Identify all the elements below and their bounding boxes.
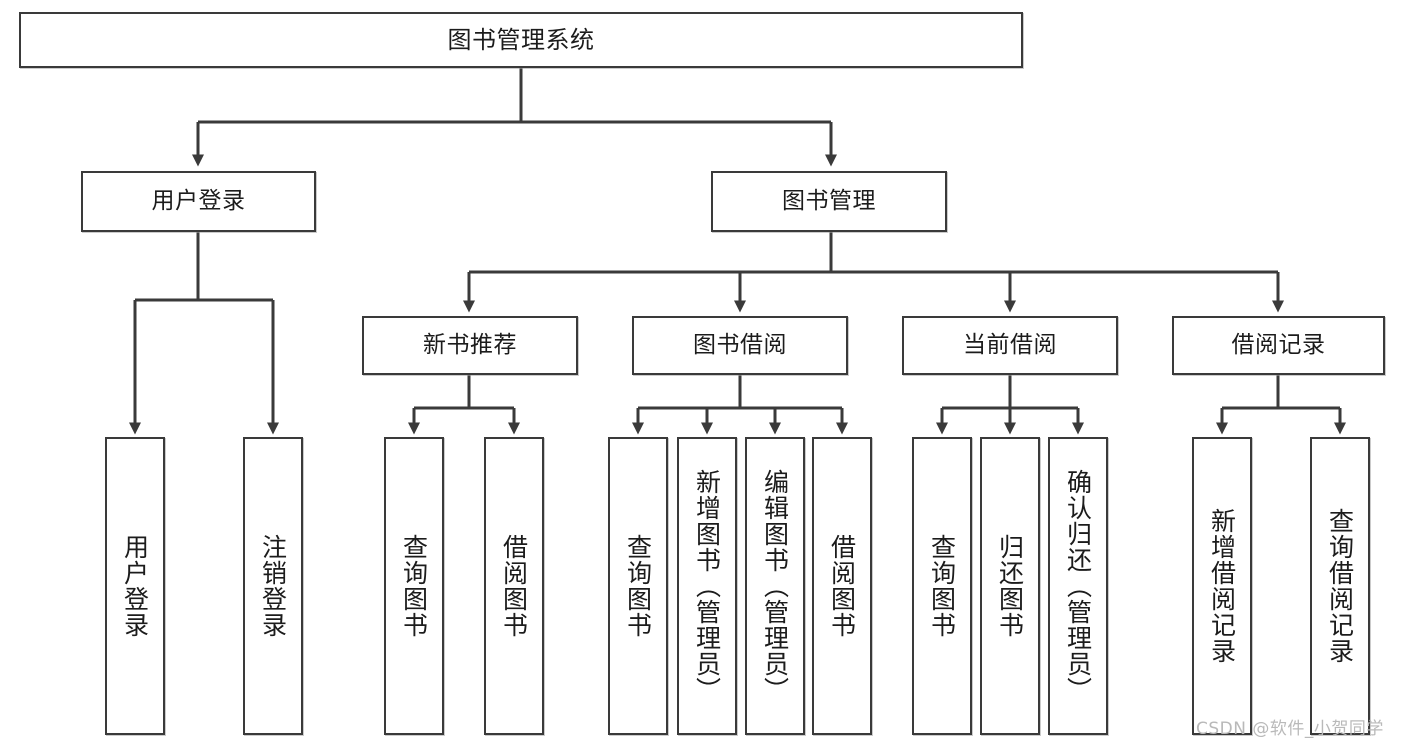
node-current-borrow[interactable]: 当前借阅 bbox=[902, 316, 1118, 375]
leaf-edit-book-admin-label: 编辑图书（管理员） bbox=[760, 469, 790, 703]
node-book-borrow-label: 图书借阅 bbox=[693, 331, 787, 358]
leaf-logout-label: 注销登录 bbox=[258, 534, 288, 638]
leaf-add-borrow-record-label: 新增借阅记录 bbox=[1207, 508, 1237, 664]
node-current-borrow-label: 当前借阅 bbox=[963, 331, 1057, 358]
leaf-borrow-book-recommend-label: 借阅图书 bbox=[499, 534, 529, 638]
leaf-return-book[interactable]: 归还图书 bbox=[980, 437, 1040, 735]
node-borrow-records-label: 借阅记录 bbox=[1231, 331, 1326, 358]
leaf-confirm-return-admin-label: 确认归还（管理员） bbox=[1063, 469, 1093, 703]
csdn-watermark: CSDN @软件_小贺同学 bbox=[1196, 719, 1384, 739]
leaf-logout[interactable]: 注销登录 bbox=[243, 437, 303, 735]
leaf-borrow-book-label: 借阅图书 bbox=[827, 534, 857, 638]
leaf-borrow-book-recommend[interactable]: 借阅图书 bbox=[484, 437, 544, 735]
node-user-login[interactable]: 用户登录 bbox=[81, 171, 316, 232]
leaf-query-book[interactable]: 查询图书 bbox=[608, 437, 668, 735]
node-borrow-records[interactable]: 借阅记录 bbox=[1172, 316, 1385, 375]
leaf-query-book-recommend[interactable]: 查询图书 bbox=[384, 437, 444, 735]
leaf-query-borrow-record-label: 查询借阅记录 bbox=[1325, 508, 1355, 664]
leaf-return-book-label: 归还图书 bbox=[995, 534, 1025, 638]
leaf-query-borrow-record[interactable]: 查询借阅记录 bbox=[1310, 437, 1370, 735]
node-new-book-recommend[interactable]: 新书推荐 bbox=[362, 316, 578, 375]
leaf-query-book-current[interactable]: 查询图书 bbox=[912, 437, 972, 735]
leaf-add-book-admin[interactable]: 新增图书（管理员） bbox=[677, 437, 737, 735]
leaf-borrow-book[interactable]: 借阅图书 bbox=[812, 437, 872, 735]
leaf-query-book-current-label: 查询图书 bbox=[927, 534, 957, 638]
leaf-add-book-admin-label: 新增图书（管理员） bbox=[692, 469, 722, 703]
leaf-user-login[interactable]: 用户登录 bbox=[105, 437, 165, 735]
leaf-user-login-label: 用户登录 bbox=[120, 534, 150, 638]
node-user-login-label: 用户登录 bbox=[151, 187, 246, 214]
node-root-label: 图书管理系统 bbox=[447, 25, 595, 54]
leaf-add-borrow-record[interactable]: 新增借阅记录 bbox=[1192, 437, 1252, 735]
node-book-borrow[interactable]: 图书借阅 bbox=[632, 316, 848, 375]
node-root[interactable]: 图书管理系统 bbox=[19, 12, 1023, 68]
leaf-query-book-recommend-label: 查询图书 bbox=[399, 534, 429, 638]
node-book-management[interactable]: 图书管理 bbox=[711, 171, 947, 232]
leaf-query-book-label: 查询图书 bbox=[623, 534, 653, 638]
leaf-edit-book-admin[interactable]: 编辑图书（管理员） bbox=[745, 437, 805, 735]
node-book-management-label: 图书管理 bbox=[782, 187, 876, 214]
leaf-confirm-return-admin[interactable]: 确认归还（管理员） bbox=[1048, 437, 1108, 735]
node-new-book-recommend-label: 新书推荐 bbox=[423, 331, 517, 358]
